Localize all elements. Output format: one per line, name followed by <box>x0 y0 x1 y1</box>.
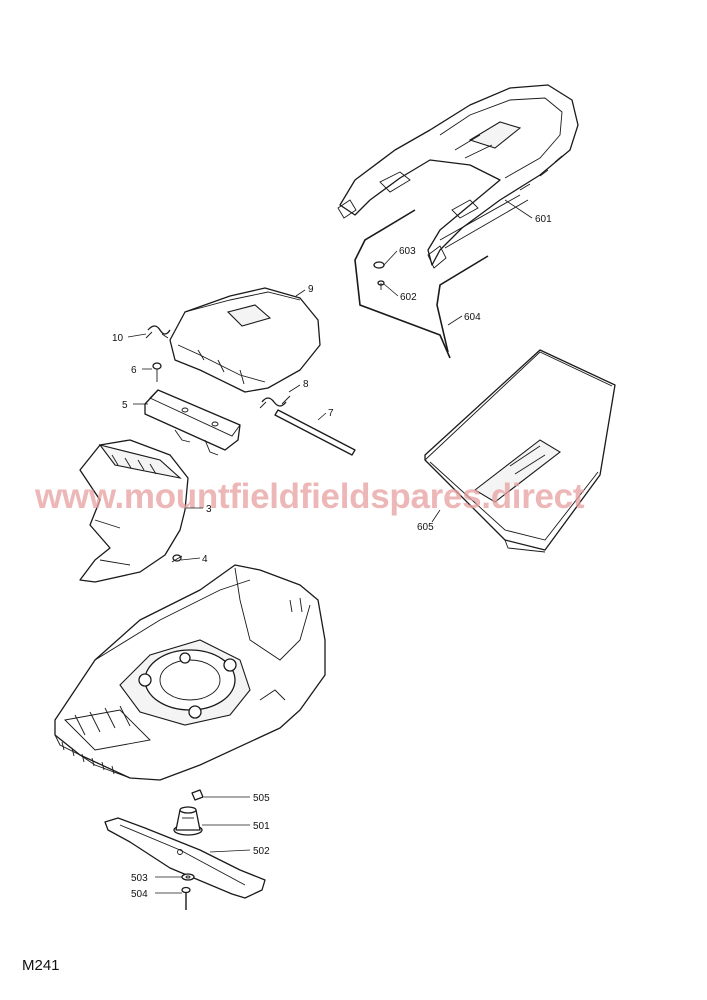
part-501-blade-adapter <box>173 806 203 836</box>
part-603-washer <box>373 261 385 269</box>
callout-10: 10 <box>112 333 124 344</box>
part-10-spring <box>145 325 171 339</box>
part-602-screw <box>377 280 385 290</box>
callout-4: 4 <box>202 554 208 565</box>
callout-501: 501 <box>253 821 270 832</box>
part-604-wire-rod <box>354 209 489 359</box>
leader-lines <box>127 199 533 894</box>
part-9-rear-flap <box>169 287 321 393</box>
part-6-screw <box>152 362 162 382</box>
callout-605: 605 <box>417 522 434 533</box>
part-4-screw <box>171 554 183 563</box>
callout-601: 601 <box>535 214 552 225</box>
watermark-text: www.mountfieldfieldspares.direct <box>34 477 585 516</box>
part-505-key <box>191 789 204 801</box>
part-5-hinge-plate <box>144 389 241 456</box>
part-7-rod <box>274 409 356 456</box>
part-503-washer <box>181 873 195 881</box>
callout-6: 6 <box>131 365 137 376</box>
callout-3: 3 <box>206 504 212 515</box>
callout-7: 7 <box>328 408 334 419</box>
callout-9: 9 <box>308 284 314 295</box>
callout-5: 5 <box>122 400 128 411</box>
callout-8: 8 <box>303 379 309 390</box>
part-8-spring <box>259 395 291 409</box>
callout-504: 504 <box>131 889 148 900</box>
callout-labels: 601 603 602 604 605 9 10 6 5 8 7 3 4 505… <box>112 214 552 900</box>
callout-502: 502 <box>253 846 270 857</box>
part-502-blade <box>104 817 266 899</box>
part-504-bolt <box>181 886 191 910</box>
part-605-grass-bag <box>424 349 616 553</box>
callout-603: 603 <box>399 246 416 257</box>
callout-505: 505 <box>253 793 270 804</box>
callout-503: 503 <box>131 873 148 884</box>
mower-deck <box>54 564 326 781</box>
callout-604: 604 <box>464 312 481 323</box>
callout-602: 602 <box>400 292 417 303</box>
model-code: M241 <box>22 957 60 974</box>
part-601-bag-frame <box>337 84 579 269</box>
part-3-deflector <box>79 439 189 583</box>
